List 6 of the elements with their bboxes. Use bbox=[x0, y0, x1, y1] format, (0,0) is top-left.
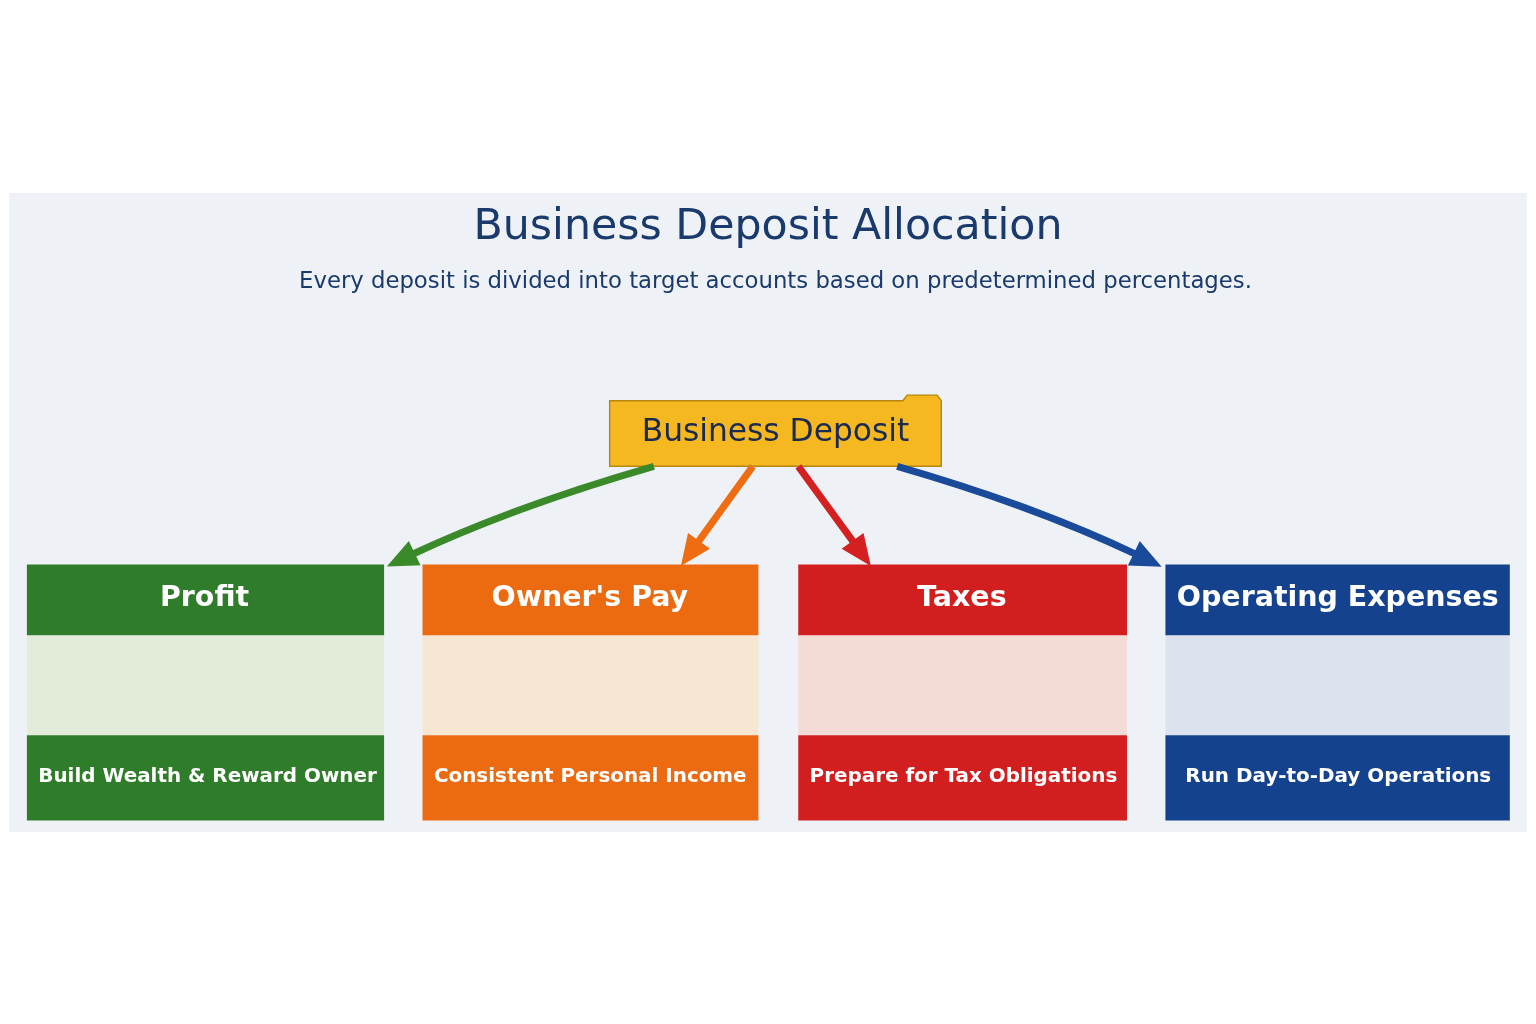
arrow bbox=[795, 463, 871, 566]
diagram-title: Business Deposit Allocation bbox=[473, 198, 1063, 249]
arrow bbox=[680, 463, 756, 566]
arrow bbox=[896, 462, 1162, 567]
arrow bbox=[386, 462, 655, 566]
label: Every deposit is divided into target accounts based on predetermined percentages. bbox=[299, 266, 1252, 293]
